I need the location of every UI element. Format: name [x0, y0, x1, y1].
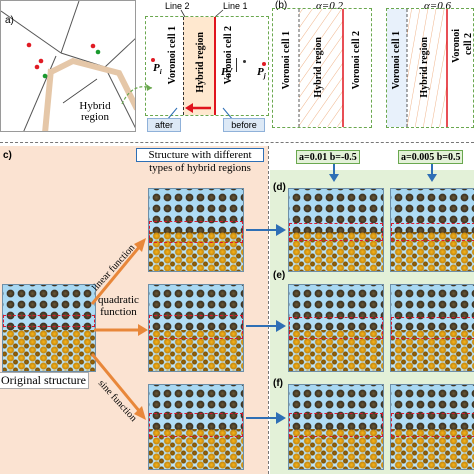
- panel-label-d: (d): [273, 182, 286, 193]
- panel-b-alpha-0.2: Voronoi cell 1 Hybrid region Voronoi cel…: [272, 8, 372, 128]
- linear-structure-image: [148, 188, 244, 272]
- param-label-1: a=0.01 b=-0.5: [296, 150, 360, 164]
- line1-label: Line 1: [223, 1, 248, 11]
- point-pj-prime-dot: [243, 60, 246, 63]
- b1-voronoi-cell-1: Voronoi cell 1: [281, 31, 292, 90]
- panel-b-alpha-0.6: Voronoi cell 1 Hybrid region Voronoi cel…: [386, 8, 474, 128]
- voronoi-network-lines: [1, 1, 135, 131]
- blue-arrows: [246, 224, 286, 424]
- title-line-1: Structure with different: [136, 148, 264, 162]
- line2: [183, 17, 184, 115]
- point-pi: Pi: [153, 62, 162, 77]
- d-structure-1: [288, 188, 384, 272]
- quadratic-function-label: quadratic function: [98, 294, 139, 318]
- after-label: after: [147, 118, 181, 132]
- title-line-2: types of hybrid regions: [149, 162, 251, 174]
- b2-voronoi-label-b: cell 2: [463, 33, 474, 55]
- point-pi-dot: [151, 58, 155, 62]
- param-label-2: a=0.005 b=0.5: [398, 150, 464, 164]
- quadratic-structure-image: [148, 284, 244, 372]
- f-structure-1: [288, 384, 384, 470]
- curved-arrow-icon: [121, 84, 153, 105]
- point-pj-dot: [262, 62, 266, 66]
- b2-hybrid-region: Hybrid region: [419, 37, 430, 98]
- d-structure-2: [390, 188, 474, 272]
- detail-frame: [145, 16, 269, 116]
- panel-a-hybrid-detail: Line 2 Line 1 Voronoi cell 1 Hybrid regi…: [145, 1, 269, 132]
- line2-label: Line 2: [165, 1, 190, 11]
- line1: [214, 17, 216, 115]
- hybrid-structures-title: Structure with different types of hybrid…: [136, 148, 264, 174]
- quadratic-line-1: quadratic: [98, 294, 139, 306]
- row-separator: [0, 142, 474, 143]
- e-structure-2: [390, 284, 474, 372]
- column-separator: [268, 146, 269, 474]
- before-label: before: [223, 118, 265, 132]
- panel-label-b: (b): [275, 0, 288, 11]
- point-pj: Pj: [257, 66, 266, 81]
- hybrid-region-vertical-label: Hybrid region: [195, 32, 206, 93]
- hatch-pattern-2: [387, 9, 448, 127]
- panel-label-f: (f): [273, 378, 283, 389]
- hatch-pattern: [298, 9, 344, 127]
- panel-label-e: (e): [273, 270, 286, 281]
- b1-hybrid-region: Hybrid region: [313, 37, 324, 98]
- f-structure-2: [390, 384, 474, 470]
- b2-voronoi-label-a: Voronoi: [451, 29, 462, 63]
- pj-prime-tick: [236, 58, 237, 72]
- e-structure-1: [288, 284, 384, 372]
- voronoi-cell-1-label: Voronoi cell 1: [167, 26, 178, 85]
- quadratic-line-2: function: [100, 306, 137, 318]
- b2-voronoi-cell-1: Voronoi cell 1: [391, 31, 402, 90]
- panel-label-c: c): [3, 150, 12, 161]
- panel-a-voronoi-sketch: a) Hybrid region: [0, 0, 136, 132]
- original-structure-label: Original structure: [0, 372, 89, 389]
- original-structure-image: [2, 284, 96, 372]
- sine-structure-image: [148, 384, 244, 470]
- hybrid-region-fill: [183, 17, 215, 115]
- line-pointer-lines: [180, 9, 224, 18]
- hybrid-region-label: Hybrid region: [79, 100, 111, 123]
- param-down-arrows: [329, 164, 437, 182]
- function-arrows: [90, 238, 148, 420]
- b1-voronoi-cell-2: Voronoi cell 2: [351, 31, 362, 90]
- panel-label-a: a): [5, 15, 14, 26]
- point-pj-prime: Pj': [221, 66, 233, 81]
